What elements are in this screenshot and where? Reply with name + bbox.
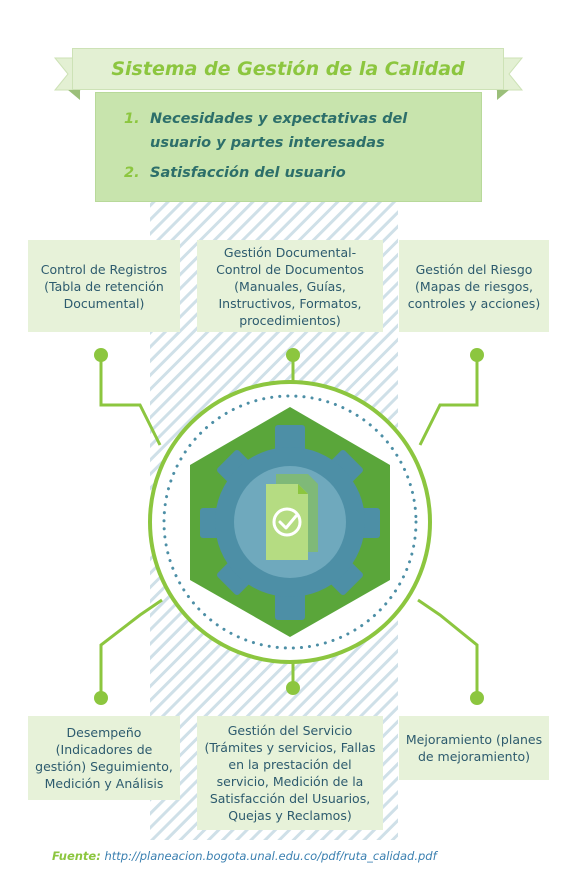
box-gestion-documental-text: Gestión Documental-Control de Documentos… [216, 244, 364, 328]
dot-top-center [286, 348, 300, 362]
dot-bottom-center [286, 681, 300, 695]
box-control-registros-text: Control de Registros (Tabla de retención… [40, 261, 168, 311]
box-gestion-documental: Gestión Documental-Control de Documentos… [197, 240, 383, 332]
need-item-2: 2. Satisfacción del usuario [124, 161, 470, 185]
box-gestion-servicio-text: Gestión del Servicio (Trámites y servici… [204, 723, 376, 823]
dotted-ring [162, 394, 418, 650]
need-item-1: 1. Necesidades y expectativas del usuario… [124, 107, 470, 155]
dot-top-left [94, 348, 108, 362]
dot-top-right [470, 348, 484, 362]
source-citation: Fuente: http://planeacion.bogota.unal.ed… [52, 849, 437, 863]
box-control-registros: Control de Registros (Tabla de retención… [28, 240, 180, 332]
source-label: Fuente: [52, 849, 101, 863]
box-mejoramiento-text: Mejoramiento (planes de mejoramiento) [405, 732, 543, 764]
box-desempeno: Desempeño (Indicadores de gestión) Segui… [28, 716, 180, 800]
page-title: Sistema de Gestión de la Calidad [111, 58, 465, 80]
connector-top-left [99, 355, 162, 446]
need-number-2: 2. [124, 165, 140, 181]
box-gestion-servicio: Gestión del Servicio (Trámites y servici… [197, 716, 383, 830]
title-banner: Sistema de Gestión de la Calidad [72, 48, 504, 90]
need-text-1: Necesidades y expectativas del usuario y… [150, 111, 408, 151]
box-gestion-riesgo: Gestión del Riesgo (Mapas de riesgos, co… [399, 240, 549, 332]
box-gestion-riesgo-text: Gestión del Riesgo (Mapas de riesgos, co… [407, 261, 541, 311]
ribbon-right-fold [497, 90, 509, 100]
dot-bottom-left [94, 691, 108, 705]
box-desempeno-text: Desempeño (Indicadores de gestión) Segui… [35, 725, 173, 791]
connector-top-right [418, 355, 479, 446]
box-mejoramiento: Mejoramiento (planes de mejoramiento) [399, 716, 549, 780]
source-url[interactable]: http://planeacion.bogota.unal.edu.co/pdf… [104, 849, 437, 863]
dot-bottom-right [470, 691, 484, 705]
need-text-2: Satisfacción del usuario [150, 165, 346, 181]
connector-dots [94, 348, 484, 705]
connector-bottom-right [417, 598, 479, 698]
ribbon-left-fold [68, 90, 80, 100]
need-number-1: 1. [124, 111, 140, 127]
document-check-icon [266, 474, 318, 560]
connector-bottom-left [99, 598, 163, 698]
needs-box: 1. Necesidades y expectativas del usuario… [95, 92, 482, 202]
